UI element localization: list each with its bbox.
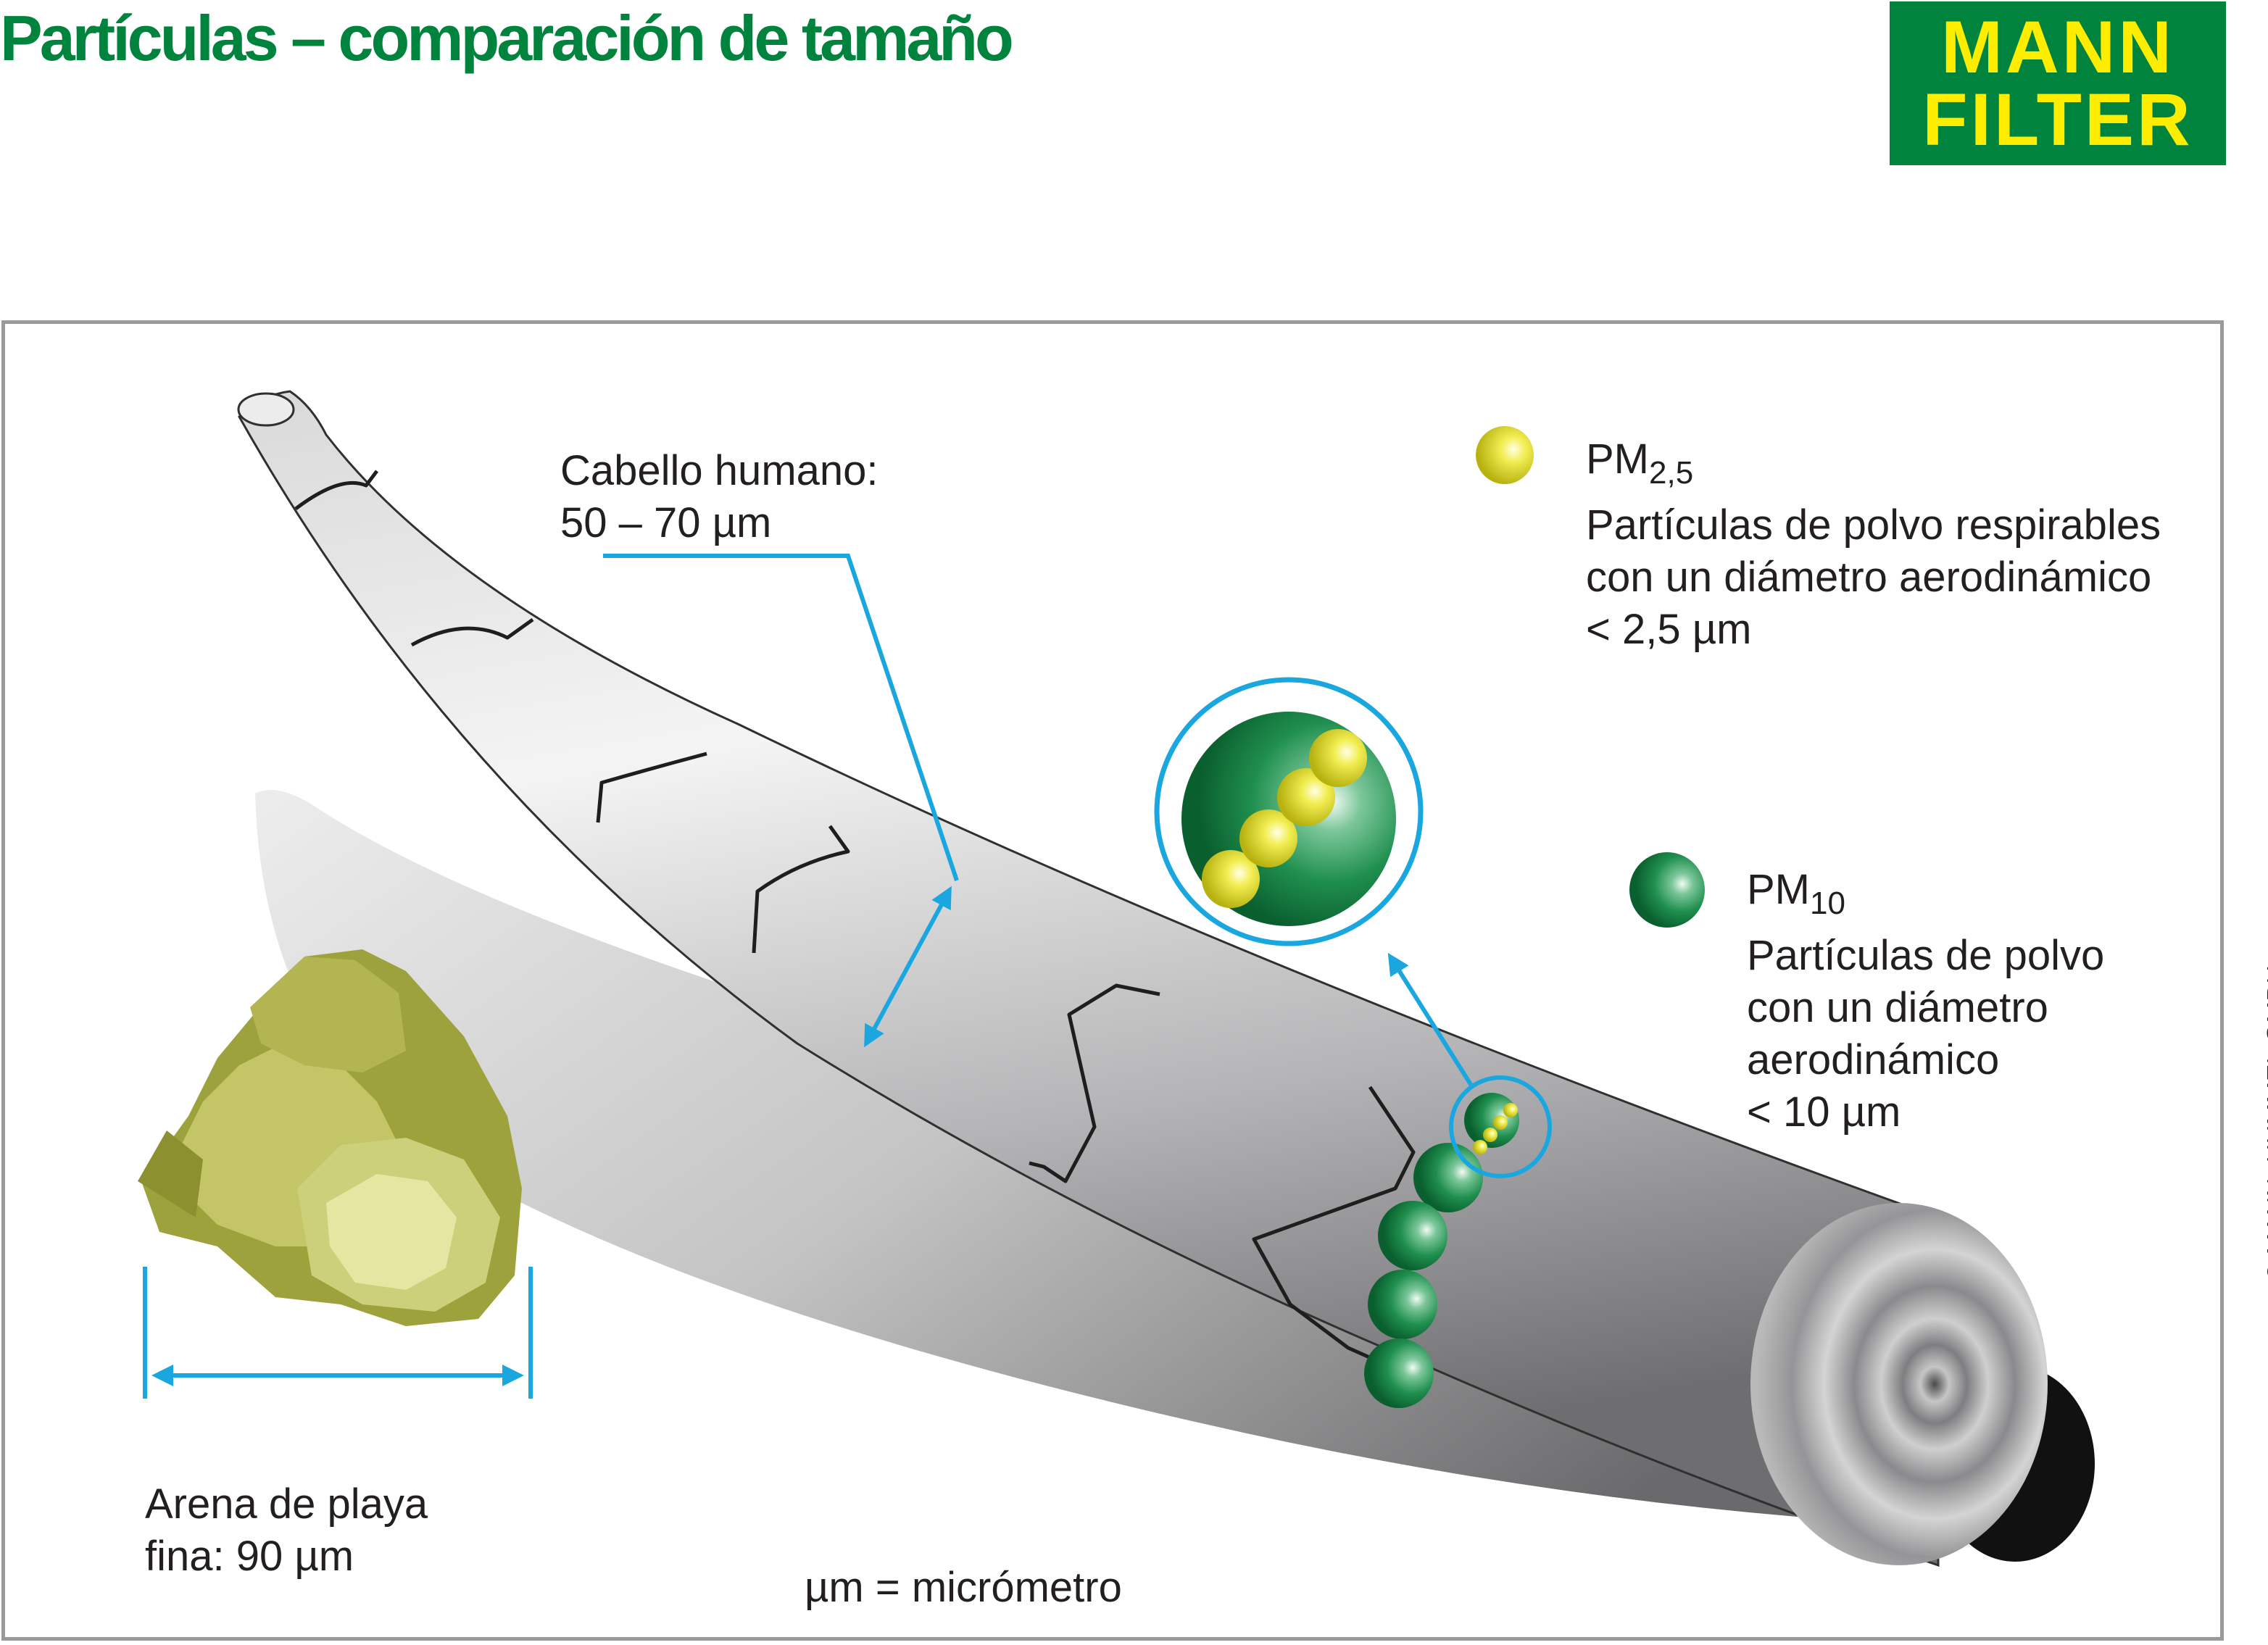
cuticle-line (410, 617, 534, 647)
hair-label-leader (603, 554, 959, 881)
cuticle-line (596, 751, 707, 823)
hair-tip (237, 392, 295, 427)
pm10-particle (1368, 1270, 1437, 1339)
pm25-label: PM2,5 (1586, 436, 1694, 491)
hair-label: Cabello humano: 50 – 70 µm (560, 445, 878, 549)
pm25-size: < 2,5 µm (1586, 606, 1752, 653)
zoom-pointer-arrow (1387, 952, 1474, 1087)
cuticle-line (294, 470, 378, 510)
logo-line-2: FILTER (1922, 78, 2193, 161)
copyright-notice: © MANN+HUMMEL GMBH (2261, 965, 2268, 1281)
pm10-particle (1378, 1201, 1447, 1270)
pm25-particle-small (1493, 1115, 1508, 1130)
pm10-particle (1364, 1338, 1434, 1408)
unit-note: µm = micrómetro (805, 1564, 1122, 1611)
pm25-particle-small (1473, 1140, 1487, 1154)
hair-cuticle-lines (294, 470, 1416, 1379)
pm25-description-line: Partículas de polvo respirables (1586, 501, 2161, 549)
sand-label-line: fina: 90 µm (145, 1533, 354, 1580)
cuticle-line (1029, 983, 1160, 1183)
pm10-subscript: 10 (1810, 886, 1845, 921)
cuticle-line (1252, 1086, 1416, 1379)
hair-label-title: Cabello humano: (560, 447, 878, 494)
zoom-pm25-particle (1239, 809, 1297, 867)
sand-label: Arena de playa fina: 90 µm (145, 1478, 428, 1583)
hair-diameter-arrow (864, 886, 952, 1048)
pm10-legend-text: PM10 Partículas de polvo con un diámetro… (1747, 864, 2104, 1138)
pm10-particle (1413, 1143, 1483, 1212)
pm10-description-line: aerodinámico (1747, 1036, 2000, 1083)
sand-grain-illustration (138, 949, 522, 1326)
sand-label-line: Arena de playa (145, 1480, 428, 1528)
hair-cut-end (1750, 1203, 2048, 1565)
logo-line-1: MANN (1941, 6, 2174, 88)
hair-label-size: 50 – 70 µm (560, 499, 772, 546)
hair-strand (238, 390, 1940, 1567)
pm-highlight-ring-small (1449, 1075, 1552, 1178)
legend-pm25-ball (1476, 426, 1534, 484)
cuticle-line (752, 825, 850, 954)
zoom-pm25-particle (1309, 729, 1367, 787)
pm25-particle-small (1503, 1103, 1518, 1117)
pm10-size: < 10 µm (1747, 1088, 1901, 1136)
pm25-subscript: 2,5 (1649, 455, 1694, 491)
pm10-label: PM10 (1747, 866, 1845, 921)
page-title: Partículas – comparación de tamaño (0, 2, 1014, 74)
pm10-description-line: Partículas de polvo (1747, 932, 2105, 979)
pm25-legend-text: PM2,5 Partículas de polvo respirables co… (1586, 433, 2161, 656)
pm10-description-line: con un diámetro (1747, 984, 2048, 1031)
zoom-pm25-particle (1277, 768, 1335, 826)
legend-pm10-ball (1629, 852, 1705, 928)
pm25-particle-small (1483, 1128, 1498, 1142)
mann-filter-logo: MANN FILTER (1890, 1, 2226, 165)
pm25-description-line: con un diámetro aerodinámico (1586, 554, 2152, 601)
zoom-pm25-particle (1202, 850, 1260, 908)
illustration-frame (1, 320, 2224, 1641)
